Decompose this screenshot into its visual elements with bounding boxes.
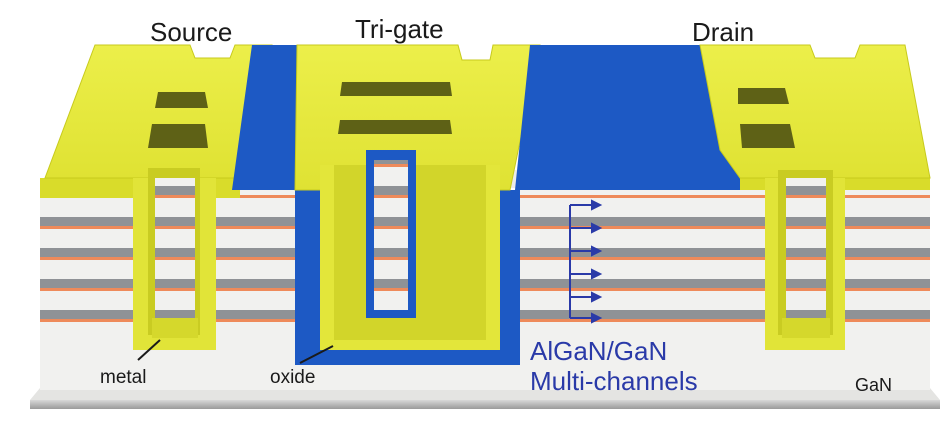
channels-label-line2: Multi-channels <box>530 366 698 396</box>
multichannel-stack-left <box>40 195 150 322</box>
drain-label: Drain <box>692 17 754 47</box>
oxide-leader-line <box>299 345 334 364</box>
substrate-base-top <box>30 388 940 400</box>
multichannel-stack-right <box>840 195 930 322</box>
channel-current-arrows <box>569 199 603 324</box>
gan-label: GaN <box>855 375 892 395</box>
metal-leader-line <box>137 339 161 361</box>
source-contact <box>40 44 273 350</box>
oxide-slab-right <box>515 45 745 190</box>
trigate-label: Tri-gate <box>355 14 444 44</box>
metal-label: metal <box>100 367 146 388</box>
drain-contact <box>699 44 931 350</box>
oxide-strip-left <box>232 45 300 190</box>
multichannel-stack-center <box>500 195 770 322</box>
channels-label-line1: AlGaN/GaN <box>530 336 667 366</box>
tri-gate-contact <box>294 44 541 365</box>
substrate-base-edge <box>30 400 940 409</box>
oxide-label: oxide <box>270 367 315 388</box>
source-label: Source <box>150 17 232 47</box>
